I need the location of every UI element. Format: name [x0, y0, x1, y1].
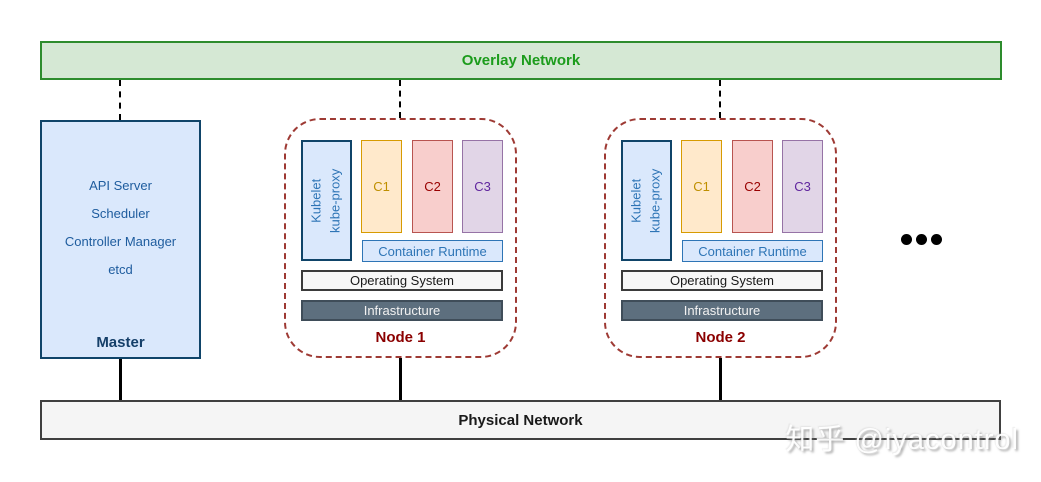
master-components-list: API Server Scheduler Controller Manager … — [42, 172, 199, 284]
master-item-api-server: API Server — [89, 178, 152, 193]
node-1-infrastructure: Infrastructure — [301, 300, 503, 321]
more-nodes-ellipsis-icon — [901, 234, 942, 245]
ellipsis-dot — [916, 234, 927, 245]
solid-connector-node1-physical — [399, 357, 402, 401]
node-2-container-c1: C1 — [681, 140, 722, 233]
zhihu-watermark: 知乎 @iyacontrol — [785, 424, 1019, 456]
ellipsis-dot — [931, 234, 942, 245]
ellipsis-dot — [901, 234, 912, 245]
node-1-kubelet-label: Kubelet kube-proxy — [308, 168, 346, 232]
node-2-kubelet-box: Kubelet kube-proxy — [621, 140, 672, 261]
kube-proxy-line: kube-proxy — [647, 168, 663, 233]
node-2-kubelet-label: Kubelet kube-proxy — [628, 168, 666, 232]
node-2-container-c3: C3 — [782, 140, 823, 233]
node-1-container-c3: C3 — [462, 140, 503, 233]
node-1-container-runtime: Container Runtime — [362, 240, 503, 262]
node-1-box: Kubelet kube-proxy C1 C2 C3 Container Ru… — [284, 118, 517, 358]
dashed-connector-node1-overlay — [399, 80, 401, 118]
node-2-container-c2: C2 — [732, 140, 773, 233]
dashed-connector-master-overlay — [119, 80, 121, 120]
master-item-etcd: etcd — [108, 262, 133, 277]
solid-connector-master-physical — [119, 359, 122, 401]
physical-network-label: Physical Network — [458, 411, 583, 429]
master-item-scheduler: Scheduler — [91, 206, 150, 221]
kubelet-line: Kubelet — [308, 178, 324, 223]
node-2-infrastructure: Infrastructure — [621, 300, 823, 321]
dashed-connector-node2-overlay — [719, 80, 721, 118]
node-1-container-c2: C2 — [412, 140, 453, 233]
node-2-label: Node 2 — [695, 329, 746, 346]
master-box: API Server Scheduler Controller Manager … — [40, 120, 201, 359]
node-1-container-c1: C1 — [361, 140, 402, 233]
solid-connector-node2-physical — [719, 357, 722, 401]
node-1-operating-system: Operating System — [301, 270, 503, 291]
physical-network-bar: Physical Network — [40, 400, 1001, 440]
kube-proxy-line: kube-proxy — [327, 168, 343, 233]
master-title: Master — [96, 334, 145, 351]
node-1-label: Node 1 — [375, 329, 426, 346]
overlay-network-bar: Overlay Network — [40, 41, 1002, 80]
master-item-controller-manager: Controller Manager — [64, 234, 177, 249]
overlay-network-label: Overlay Network — [461, 52, 581, 69]
node-2-container-runtime: Container Runtime — [682, 240, 823, 262]
kubelet-line: Kubelet — [628, 178, 644, 223]
node-2-box: Kubelet kube-proxy C1 C2 C3 Container Ru… — [604, 118, 837, 358]
node-2-operating-system: Operating System — [621, 270, 823, 291]
node-1-kubelet-box: Kubelet kube-proxy — [301, 140, 352, 261]
